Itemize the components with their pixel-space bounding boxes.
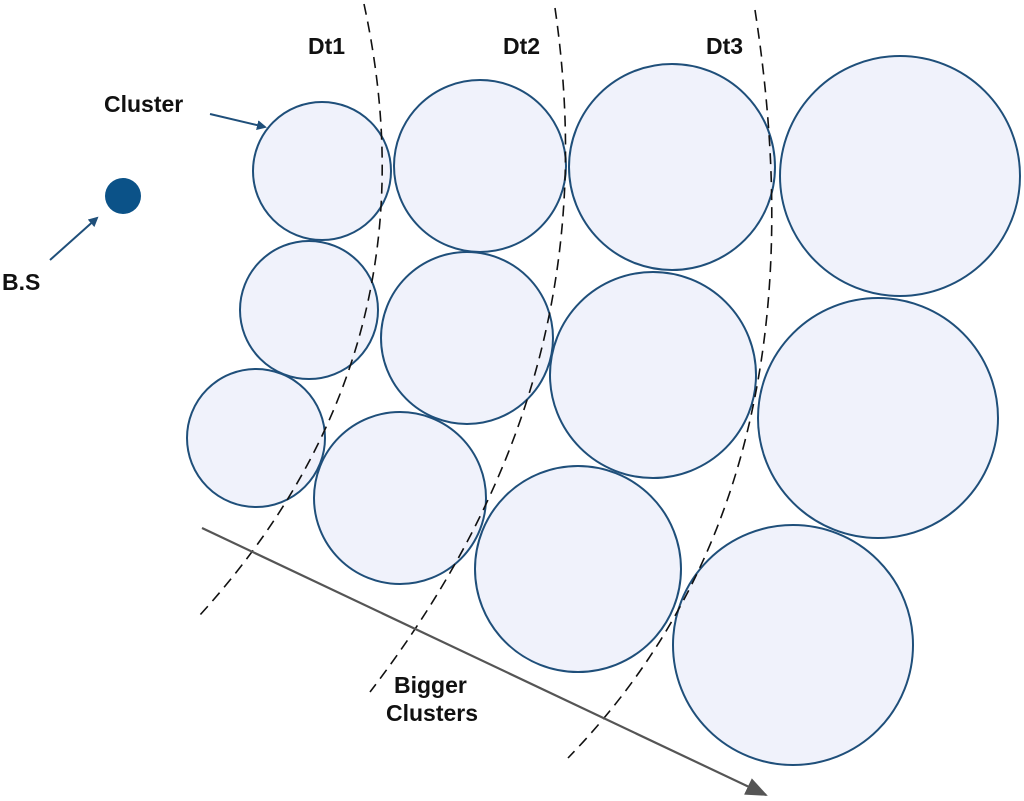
base-station-icon	[105, 178, 141, 214]
bigger-clusters-label-line2: Clusters	[386, 700, 478, 726]
cluster-circle	[549, 271, 757, 479]
cluster-circle	[474, 465, 682, 673]
bigger-clusters-label-line1: Bigger	[394, 672, 467, 698]
base-station-pointer-arrow	[49, 216, 99, 261]
cluster-circle	[568, 63, 776, 271]
base-station-label: B.S	[2, 269, 40, 295]
bigger-clusters-arrow	[201, 527, 768, 796]
cluster-circle	[380, 251, 554, 425]
cluster-label: Cluster	[104, 91, 183, 117]
boundary-dt1	[199, 3, 384, 616]
cluster-circle	[393, 79, 567, 253]
clusters	[186, 55, 1021, 766]
dt1-label: Dt1	[308, 33, 345, 59]
cluster-circle	[757, 297, 999, 539]
cluster-circle	[252, 101, 392, 241]
cluster-circle	[186, 368, 326, 508]
boundary-dt2	[369, 7, 567, 693]
cluster-circle	[672, 524, 914, 766]
cluster-circle	[239, 240, 379, 380]
cluster-circle	[313, 411, 487, 585]
cluster-pointer-arrow	[209, 113, 267, 131]
cluster-circle	[779, 55, 1021, 297]
boundary-dt3	[567, 9, 773, 759]
dt3-label: Dt3	[706, 33, 743, 59]
distance-boundaries	[199, 3, 773, 759]
dt2-label: Dt2	[503, 33, 540, 59]
